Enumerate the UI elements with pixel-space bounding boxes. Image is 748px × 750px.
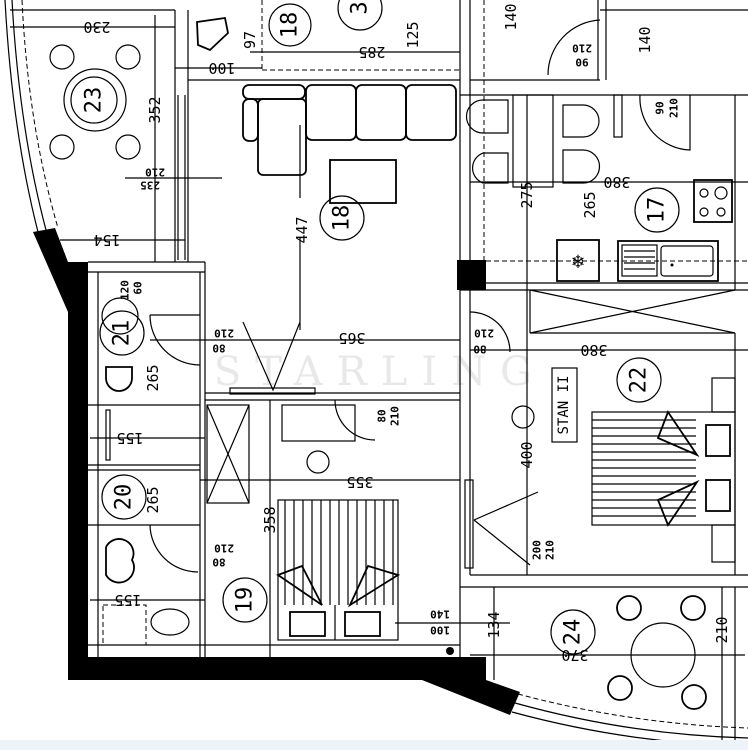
- dim-label: 80: [376, 409, 389, 422]
- bottom-strip: [0, 740, 748, 750]
- dim-label: 210: [544, 540, 557, 560]
- dim-label: 210: [389, 406, 402, 426]
- dim-label: 60: [132, 281, 145, 294]
- bed-19: [276, 499, 401, 641]
- dim-label: 80: [473, 343, 486, 356]
- dim-label: 210: [214, 327, 234, 340]
- dim-label: 365: [338, 329, 365, 347]
- marker-dot: [446, 647, 454, 655]
- dim-label: 155: [116, 429, 143, 447]
- fridge-icon: ❄: [556, 239, 600, 282]
- dim-label: 155: [114, 591, 141, 609]
- svg-text:❄: ❄: [572, 249, 584, 273]
- bathroom-fixtures: [101, 297, 535, 646]
- room-19-label: 19: [233, 587, 258, 614]
- dim-label: 120: [119, 280, 132, 300]
- dim-label: 265: [581, 191, 599, 218]
- dim-label: 80: [212, 342, 225, 355]
- room-21-label: 21: [110, 320, 135, 347]
- dim-label: 200: [531, 540, 544, 560]
- dim-label: 380: [603, 173, 630, 191]
- bed-22: [591, 377, 736, 563]
- room-18-label: 18: [278, 12, 303, 39]
- dim-label: 210: [572, 42, 592, 55]
- room-22-label: 22: [627, 367, 652, 394]
- sofa: [242, 84, 457, 176]
- dim-label: 370: [561, 646, 588, 664]
- dim-label: 210: [668, 98, 681, 118]
- dim-label: 210: [713, 616, 731, 643]
- dim-label: 100: [430, 624, 450, 637]
- kitchen-chairs: [465, 94, 623, 188]
- room-24-label: 24: [561, 619, 586, 646]
- stove-icon: [693, 179, 733, 223]
- dim-label: 210: [474, 327, 494, 340]
- dim-label: 140: [502, 3, 520, 30]
- dim-label: 80: [212, 556, 225, 569]
- room-3-label: 3: [348, 1, 373, 14]
- unit-label: STAN II: [551, 367, 578, 443]
- dim-label: 90: [575, 56, 588, 69]
- sink-icon: [617, 240, 719, 282]
- dim-label: 140: [636, 26, 654, 53]
- plant: [196, 16, 229, 52]
- dining-table-23: [49, 44, 141, 160]
- coffee-table: [329, 159, 397, 204]
- dim-label: 125: [404, 21, 422, 48]
- dim-label: 134: [485, 611, 503, 638]
- room-23-label: 23: [82, 87, 107, 114]
- dim-label: 235: [140, 179, 160, 192]
- dim-label: 275: [518, 181, 536, 208]
- dim-label: 380: [580, 341, 607, 359]
- dim-label: 230: [83, 18, 110, 36]
- dim-label: 265: [144, 364, 162, 391]
- dim-label: 447: [293, 216, 311, 243]
- dim-label: 358: [261, 506, 279, 533]
- window-left-curved: [4, 0, 59, 233]
- dim-label: 90: [654, 101, 667, 114]
- dining-table-24: [607, 595, 707, 710]
- dim-label: 355: [346, 473, 373, 491]
- dim-label: 97: [241, 31, 259, 49]
- dim-label: 400: [518, 441, 536, 468]
- dim-label: 265: [144, 486, 162, 513]
- room-markers: 17 18 18 19 20 21 22 23 24 3: [70, 0, 680, 655]
- dim-label: 210: [145, 166, 165, 179]
- dim-label: 210: [214, 542, 234, 555]
- room-18-label: 18: [330, 205, 355, 232]
- window-bottom-curved: [511, 693, 748, 747]
- exterior-walls: [33, 228, 520, 715]
- watermark: STARLING: [214, 349, 546, 395]
- room-17-label: 17: [645, 197, 670, 224]
- dim-label: 154: [93, 231, 120, 249]
- dim-label: 140: [430, 608, 450, 621]
- room-20-label: 20: [112, 484, 137, 511]
- dim-label: 100: [208, 59, 235, 77]
- dimension-lines: [10, 15, 748, 740]
- dimension-labels: 230 352 210 235 154 100 97 285 125 140 2…: [83, 3, 731, 664]
- svg-text:STAN II: STAN II: [556, 375, 572, 434]
- dim-label: 285: [358, 43, 385, 61]
- dim-label: 352: [146, 96, 164, 123]
- interior-walls: [10, 0, 748, 740]
